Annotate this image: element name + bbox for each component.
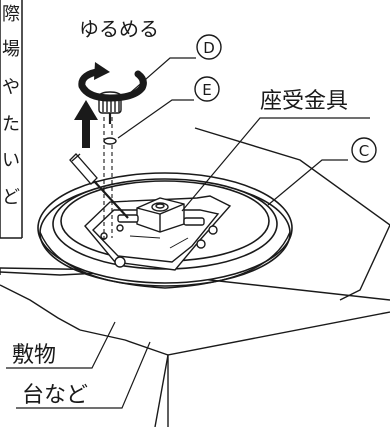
side-note-char-2: 場 <box>2 39 20 60</box>
part-e-label: E <box>202 81 211 99</box>
loosen-label: ゆるめる <box>79 17 159 41</box>
up-arrow-icon <box>74 100 98 148</box>
part-c-marker: C <box>351 137 377 163</box>
screwdriver <box>69 153 129 219</box>
rug-sheet <box>0 127 390 356</box>
side-note-char-5: い <box>2 150 20 171</box>
stand-label: 台など <box>22 383 88 408</box>
part-e-marker: E <box>194 76 220 102</box>
side-note-char-3: や <box>2 77 20 98</box>
side-note-char-4: た <box>2 114 20 135</box>
side-note-char-1: 際 <box>2 4 20 25</box>
part-c-label: C <box>359 142 369 160</box>
part-d-label: D <box>203 39 215 57</box>
dashed-guide <box>103 117 113 240</box>
leader-lines <box>6 57 370 409</box>
seat-bracket-plate <box>84 195 232 271</box>
part-d-marker: D <box>196 34 222 60</box>
side-note-box: 際 場 や た い ど <box>0 0 23 239</box>
curved-rotate-arrow-icon <box>78 62 147 102</box>
rug-label: 敷物 <box>12 343 56 368</box>
side-note-char-6: ど <box>2 187 20 208</box>
washer-e <box>103 137 117 145</box>
seat-bracket-label: 座受金具 <box>260 89 348 114</box>
